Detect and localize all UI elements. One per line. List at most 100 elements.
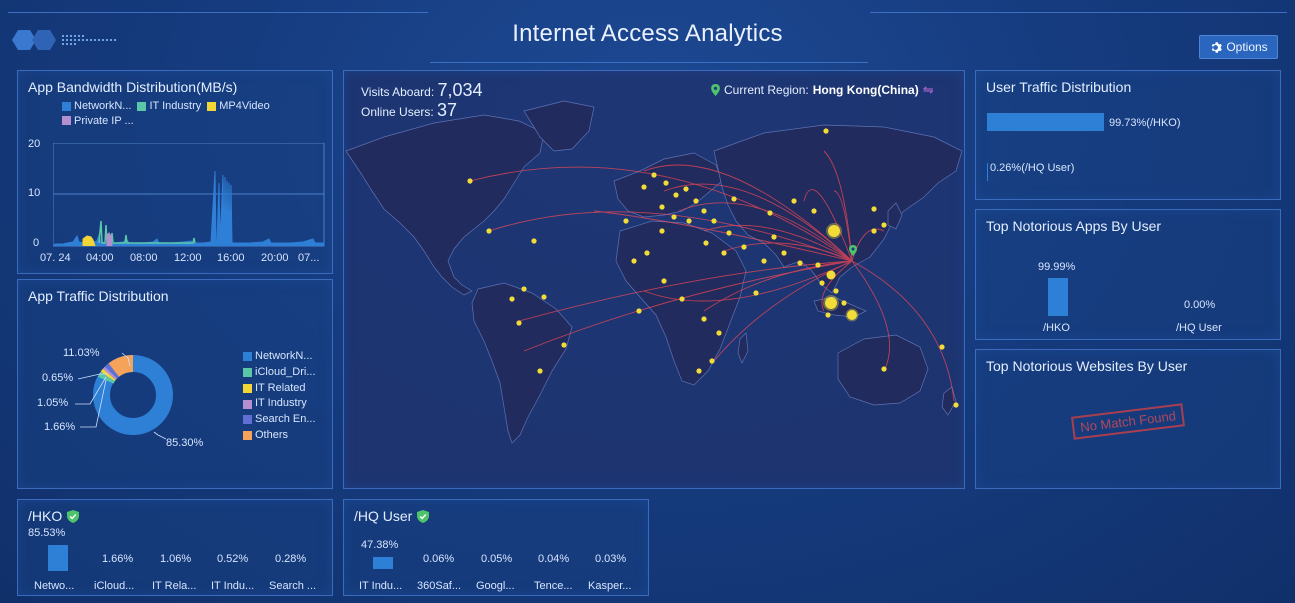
shield-icon (417, 509, 430, 523)
hq-item-percent: 0.06% (423, 553, 455, 565)
traffic-title: App Traffic Distribution (28, 288, 169, 304)
islands-japan (887, 202, 903, 230)
x-tick: 12:00 (174, 252, 202, 264)
traffic-label-lines (75, 352, 167, 440)
hko-header: /HKO (28, 508, 80, 524)
hko-item-name: Netwo... (34, 580, 75, 592)
legend-item[interactable]: NetworkN... (62, 99, 131, 113)
x-tick: 07. 24 (40, 252, 71, 264)
shield-icon (67, 509, 80, 523)
slice-it-related (100, 368, 116, 382)
notorious-apps-panel: Top Notorious Apps By User 99.99% /HKO 0… (975, 209, 1281, 340)
x-tick: 16:00 (217, 252, 245, 264)
x-tick: 04:00 (86, 252, 114, 264)
user-traffic-label-hq: 0.26%(/HQ User) (990, 162, 1075, 174)
slice-search (104, 363, 120, 379)
legend-label: MP4Video (219, 100, 270, 112)
legend-item[interactable]: iCloud_Dri... (243, 365, 316, 381)
hq-item-name: Tence... (534, 580, 573, 592)
legend-item[interactable]: NetworkN... (243, 349, 312, 365)
hko-item-percent: 1.06% (160, 553, 192, 565)
hq-item-name: Kasper... (588, 580, 632, 592)
hq-item-name: Googl... (476, 580, 515, 592)
legend-label: NetworkN... (255, 350, 313, 362)
traffic-donut-chart[interactable] (88, 350, 178, 440)
x-tick: 07... (298, 252, 320, 264)
notorious-app-percent: 99.99% (1038, 261, 1076, 273)
notorious-sites-panel: Top Notorious Websites By User No Match … (975, 349, 1281, 489)
legend-label: Others (255, 428, 289, 441)
user-traffic-title: User Traffic Distribution (986, 79, 1132, 95)
legend-item[interactable]: IT Related (243, 381, 306, 397)
hq-item-name: IT Indu... (359, 580, 403, 592)
legend-item[interactable]: MP4Video (207, 99, 270, 113)
hko-item-percent: 0.28% (275, 553, 307, 565)
notorious-sites-title: Top Notorious Websites By User (986, 358, 1188, 374)
user-traffic-panel: User Traffic Distribution 99.73%(/HKO) 0… (975, 70, 1281, 200)
hko-panel: /HKO 85.53% Netwo... 1.66% iCloud... 1.0… (17, 499, 333, 596)
islands-nz (941, 386, 957, 416)
slice-label: 1.05% (37, 397, 69, 409)
legend-label: Search En... (255, 413, 316, 425)
hong-kong-pin-icon (849, 245, 857, 256)
header-frame-right (870, 12, 1287, 13)
notorious-app-name: /HQ User (1176, 322, 1222, 334)
legend-item[interactable]: Private IP ... (62, 114, 134, 128)
header-logo-icon (12, 30, 116, 50)
hq-panel: /HQ User 47.38% IT Indu... 0.06% 360Saf.… (343, 499, 649, 596)
legend-item[interactable]: Search En... (243, 412, 316, 428)
online-readout: Online Users: 37 (361, 100, 457, 121)
continent-africa (615, 220, 747, 386)
slice-label: 85.30% (166, 437, 204, 449)
visits-readout: Visits Aboard: 7,034 (361, 80, 483, 101)
legend-label: iCloud_Dri... (255, 365, 316, 378)
legend-item[interactable]: IT Industry (137, 99, 201, 113)
hko-item-name: iCloud... (94, 580, 135, 592)
hko-item-name: Search ... (269, 580, 317, 592)
notorious-apps-title: Top Notorious Apps By User (986, 218, 1162, 234)
no-match-stamp: No Match Found (1071, 403, 1186, 440)
series-it-industry (98, 220, 196, 244)
online-value: 37 (437, 100, 458, 120)
hko-item-percent: 0.52% (217, 553, 249, 565)
slice-it-industry (102, 366, 118, 380)
user-traffic-bar-hko[interactable] (987, 113, 1104, 131)
page-title: Internet Access Analytics (512, 20, 783, 47)
visits-label: Visits Aboard: (361, 85, 435, 99)
notorious-app-percent: 0.00% (1184, 299, 1216, 311)
user-traffic-bar-hq[interactable] (987, 163, 988, 181)
notorious-app-bar[interactable] (1048, 278, 1068, 316)
options-button[interactable]: Options (1199, 35, 1278, 59)
bandwidth-chart (53, 143, 325, 247)
legend-item[interactable]: Others (243, 428, 288, 444)
series-networkn (53, 170, 325, 247)
switch-region-icon[interactable]: ⇋ (922, 82, 934, 97)
bandwidth-legend: NetworkN... IT Industry MP4Video Private I… (62, 99, 312, 128)
bandwidth-panel: App Bandwidth Distribution(MB/s) Network… (17, 70, 333, 274)
slice-label: 11.03% (63, 347, 100, 359)
hko-item-name: IT Indu... (211, 580, 255, 592)
hq-item-bar[interactable] (373, 557, 393, 569)
series-private-ip (106, 232, 113, 247)
current-region: Current Region: Hong Kong(China) ⇋ (711, 82, 934, 98)
hko-item-name: IT Rela... (152, 580, 197, 592)
slice-label: 1.66% (44, 421, 76, 433)
hko-item-bar[interactable] (48, 545, 68, 571)
visits-value: 7,034 (437, 80, 483, 100)
gear-icon (1212, 41, 1223, 53)
traffic-legend: NetworkN... iCloud_Dri... IT Related IT … (243, 349, 322, 444)
hq-item-percent: 0.04% (538, 553, 570, 565)
legend-label: IT Industry (149, 100, 202, 112)
legend-item[interactable]: IT Industry (243, 396, 307, 412)
notorious-app-name: /HKO (1043, 322, 1070, 334)
bandwidth-title: App Bandwidth Distribution(MB/s) (28, 79, 238, 95)
hko-item-percent: 85.53% (28, 527, 66, 539)
location-pin-icon (711, 84, 720, 96)
options-label: Options (1226, 40, 1268, 54)
legend-label: IT Industry (255, 397, 307, 410)
world-map[interactable] (344, 71, 966, 490)
y-tick: 20 (28, 138, 41, 150)
hq-item-percent: 0.03% (595, 553, 627, 565)
y-tick: 0 (33, 237, 40, 249)
hq-item-percent: 0.05% (481, 553, 513, 565)
